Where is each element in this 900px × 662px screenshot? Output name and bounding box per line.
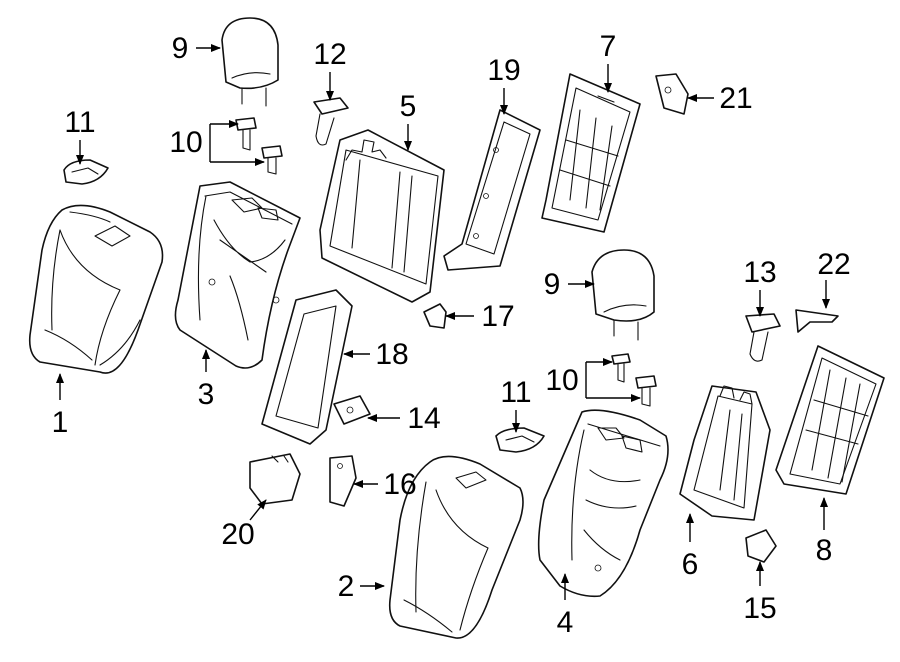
callout-11-left: 11 (64, 106, 95, 139)
seat-back-pad-left (174, 181, 301, 369)
callout-5: 5 (400, 90, 417, 123)
release-button (745, 313, 781, 362)
trim-strip (795, 309, 839, 333)
callout-14: 14 (407, 402, 440, 435)
callout-4: 4 (557, 606, 574, 639)
armrest-bezel (249, 453, 301, 505)
callout-10-mid: 10 (545, 364, 578, 397)
callout-19: 19 (487, 54, 520, 87)
callout-9-top: 9 (172, 32, 189, 65)
headrest-guides-left (235, 117, 283, 175)
side-bolster (261, 289, 353, 445)
clip-17 (423, 303, 447, 329)
callout-9-mid: 9 (544, 268, 561, 301)
clip-15 (745, 529, 777, 563)
seat-back-cover-left (28, 204, 164, 374)
callout-8: 8 (816, 534, 833, 567)
seat-back-frame-left (319, 129, 445, 303)
headrest-right (591, 249, 655, 341)
callout-11-mid: 11 (500, 376, 531, 409)
callout-22: 22 (817, 248, 850, 281)
callout-18: 18 (375, 338, 408, 371)
callout-labels: 1 2 3 4 5 6 7 8 9 9 10 10 11 11 12 13 14… (52, 30, 851, 639)
latch-cover-right (495, 427, 545, 453)
callout-2: 2 (338, 570, 355, 603)
callout-12: 12 (313, 38, 346, 71)
callout-1: 1 (52, 406, 69, 439)
seat-back-pad-right (537, 409, 669, 598)
callout-3: 3 (198, 378, 215, 411)
callout-16: 16 (383, 468, 416, 501)
headrest-guides-right (611, 353, 657, 407)
callout-17: 17 (481, 300, 514, 333)
callout-6: 6 (682, 548, 699, 581)
callout-20: 20 (221, 518, 254, 551)
callout-21: 21 (719, 82, 752, 115)
callout-10-top: 10 (169, 126, 202, 159)
striker-21 (655, 73, 689, 115)
leader-lines (56, 44, 830, 600)
release-handle (313, 97, 349, 146)
headrest-left (221, 17, 279, 107)
seat-back-frame-right-small (679, 385, 771, 521)
callout-13: 13 (743, 256, 776, 289)
latch-cover-left (63, 159, 109, 185)
rear-panel (775, 345, 885, 495)
callout-15: 15 (743, 592, 776, 625)
seat-back-cover-right (388, 455, 524, 639)
callout-7: 7 (600, 30, 617, 63)
hinge-16 (329, 455, 357, 507)
seat-back-frame-right (541, 73, 641, 233)
side-panel (443, 109, 541, 271)
bracket-14 (333, 395, 371, 425)
